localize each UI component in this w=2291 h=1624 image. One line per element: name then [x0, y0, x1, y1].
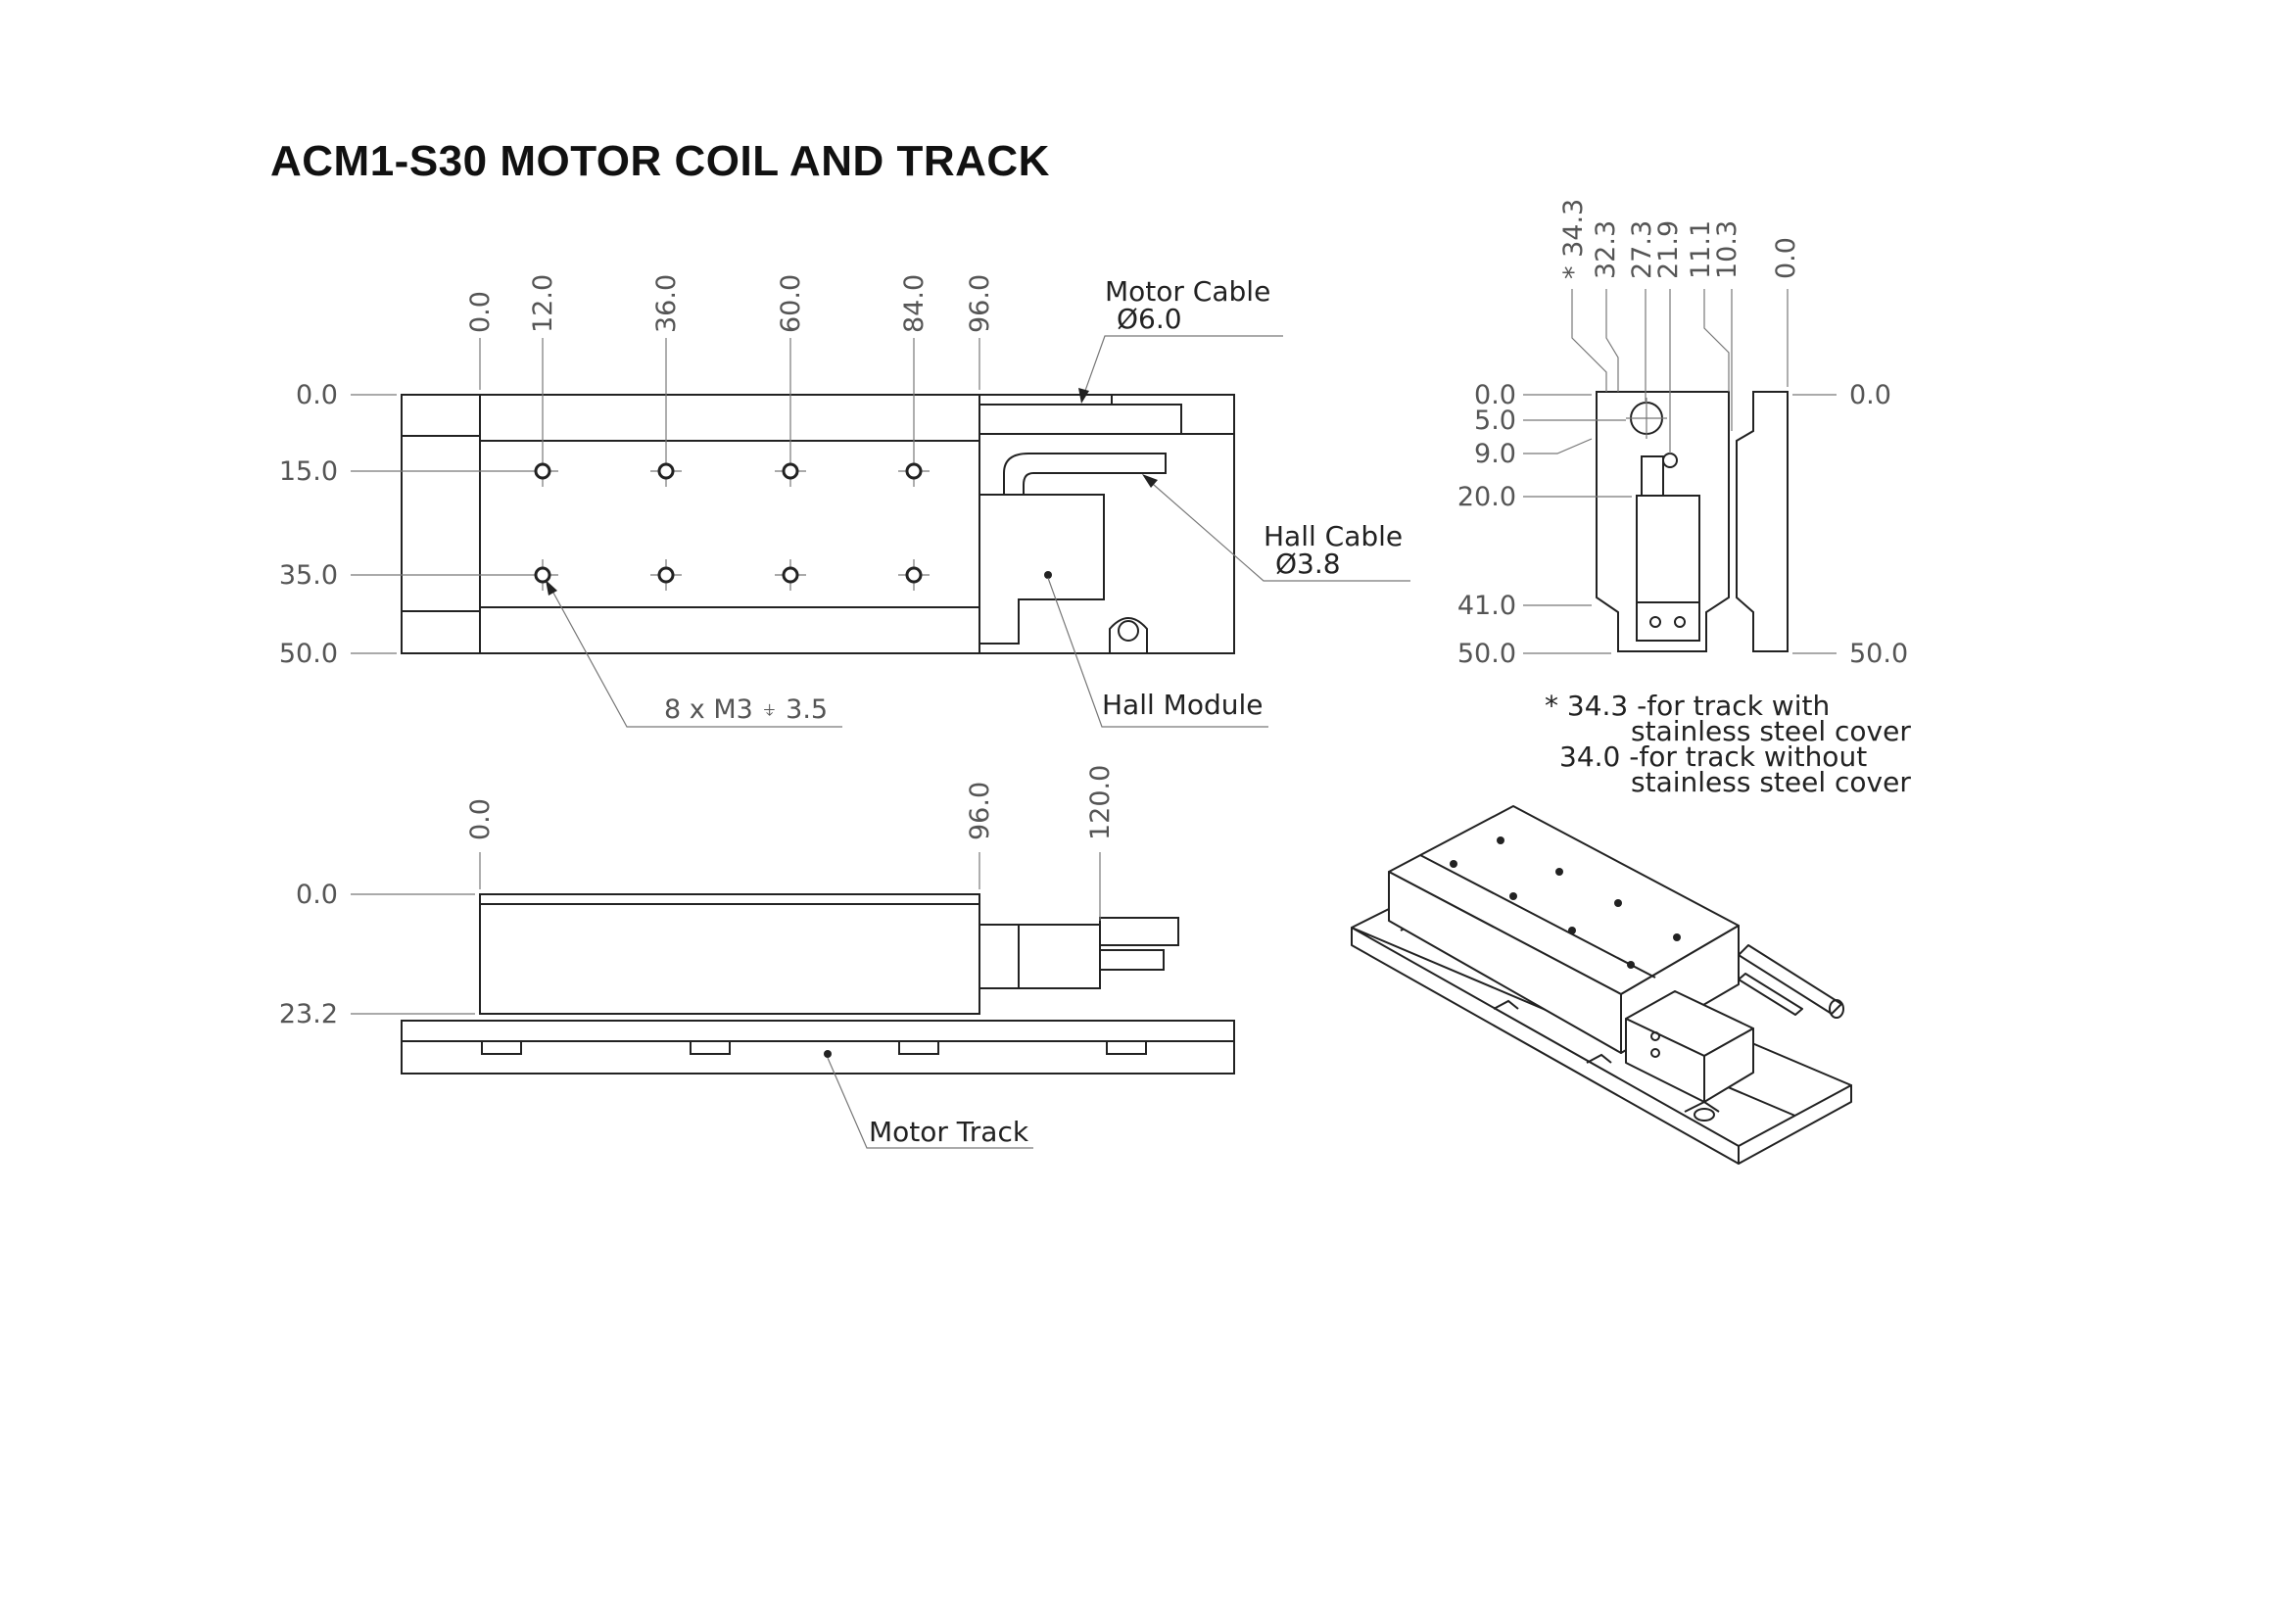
top-y-dim: 35.0 — [279, 560, 338, 591]
motor-cable-leader — [1080, 335, 1283, 403]
m3-hole — [650, 455, 682, 487]
top-view: 0.0 12.0 36.0 60.0 84.0 96.0 0.0 15.0 35… — [279, 274, 1410, 728]
side-x-dim: 0.0 — [465, 798, 496, 840]
end-view: * 34.3 32.3 27.3 21.9 11.1 10.3 0.0 0.0 … — [1457, 199, 1911, 798]
drawing-title: ACM1-S30 MOTOR COIL AND TRACK — [270, 137, 1050, 185]
side-x-dim: 120.0 — [1085, 765, 1116, 840]
end-top-dim: 27.3 — [1627, 220, 1657, 279]
side-view: 0.0 96.0 120.0 0.0 23.2 Motor Track — [279, 765, 1235, 1149]
note-line: * 34.3 -for track with — [1545, 690, 1830, 722]
top-y-dim: 0.0 — [296, 380, 338, 410]
motor-cable-side — [1099, 917, 1179, 946]
motor-track — [401, 1020, 1235, 1075]
end-left-dim: 50.0 — [1457, 639, 1516, 669]
m3-hole — [650, 559, 682, 591]
top-x-dim: 36.0 — [651, 274, 682, 333]
hole-callout-leader — [548, 583, 842, 728]
coil-body — [479, 893, 980, 1015]
isometric-view — [1351, 805, 1852, 1165]
top-view-outline — [401, 394, 1235, 654]
top-x-dim: 84.0 — [899, 274, 930, 333]
hall-module-label: Hall Module — [1102, 689, 1264, 721]
hall-cable-label: Hall Cable — [1264, 520, 1403, 552]
end-left-dim: 5.0 — [1474, 406, 1516, 436]
hall-cable-body — [1003, 453, 1167, 495]
note-line: 34.0 -for track without — [1559, 740, 1867, 773]
end-left-dim: 41.0 — [1457, 591, 1516, 621]
m3-hole — [775, 455, 806, 487]
side-y-dim: 23.2 — [279, 999, 338, 1029]
end-top-dim: * 34.3 — [1558, 199, 1589, 279]
top-x-dim: 12.0 — [528, 274, 558, 333]
end-view-coil-outline — [1596, 391, 1730, 652]
side-y-dim: 0.0 — [296, 880, 338, 910]
hall-cable-dim: Ø3.8 — [1275, 548, 1341, 580]
end-top-dim: 11.1 — [1686, 220, 1716, 279]
motor-track-leader — [827, 1057, 1033, 1149]
hall-cable-leader — [1145, 477, 1410, 582]
end-top-dim: 0.0 — [1771, 237, 1801, 279]
hall-module-side — [1018, 924, 1101, 989]
end-left-dim: 0.0 — [1474, 380, 1516, 410]
end-left-dim: 9.0 — [1474, 439, 1516, 469]
end-top-dim: 10.3 — [1712, 220, 1742, 279]
hall-module-section — [1636, 495, 1700, 642]
m3-hole — [898, 559, 930, 591]
side-x-dim: 96.0 — [965, 782, 995, 840]
end-right-dim: 0.0 — [1849, 380, 1891, 410]
top-y-dim: 15.0 — [279, 456, 338, 487]
top-x-dim: 0.0 — [465, 291, 496, 333]
end-right-dim: 50.0 — [1849, 639, 1908, 669]
motor-cable-dim: Ø6.0 — [1117, 303, 1182, 335]
hole-callout: 8 x M3 ⍖ 3.5 — [664, 694, 828, 725]
hall-module-leader — [1047, 577, 1268, 728]
hall-cable-side — [1099, 949, 1165, 971]
m3-hole — [527, 455, 558, 487]
hall-cable-section — [1641, 455, 1664, 497]
motor-track-label: Motor Track — [869, 1116, 1029, 1148]
note-line: stainless steel cover — [1631, 715, 1911, 747]
end-left-dim: 20.0 — [1457, 482, 1516, 512]
top-x-dim: 60.0 — [776, 274, 806, 333]
m3-hole — [775, 559, 806, 591]
m3-hole — [527, 559, 558, 591]
end-top-dim: 21.9 — [1653, 220, 1684, 279]
mounting-hole — [1109, 617, 1148, 653]
motor-cable-body — [978, 404, 1182, 435]
motor-cable-label: Motor Cable — [1105, 275, 1270, 308]
end-top-dim: 32.3 — [1591, 220, 1621, 279]
note-line: stainless steel cover — [1631, 766, 1911, 798]
top-x-dim: 96.0 — [965, 274, 995, 333]
m3-hole — [898, 455, 930, 487]
m3-holes — [527, 455, 930, 591]
top-y-dim: 50.0 — [279, 639, 338, 669]
end-view-track-outline — [1736, 391, 1789, 652]
hall-module-body — [979, 494, 1105, 645]
